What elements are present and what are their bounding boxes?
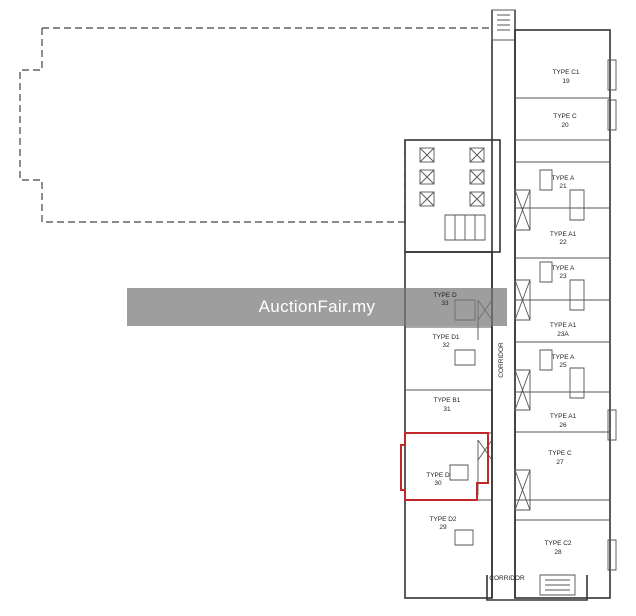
unit-26-type: TYPE A1 [550, 413, 577, 420]
unit-20-type: TYPE C [553, 113, 577, 120]
dashed-outline [19, 27, 490, 223]
unit-23-number: 23 [559, 273, 567, 280]
unit-29-type: TYPE D2 [429, 516, 456, 523]
unit-32-type: TYPE D1 [432, 334, 459, 341]
corridor-label-bottom: CORRIDOR [489, 575, 525, 582]
unit-27-type: TYPE C [548, 450, 572, 457]
unit-31-type: TYPE B1 [434, 397, 461, 404]
unit-21-number: 21 [559, 183, 567, 190]
unit-30-number: 30 [434, 480, 442, 487]
elevator-core [404, 139, 501, 253]
unit-28-number: 28 [554, 549, 562, 556]
stair-bottom [539, 574, 576, 596]
watermark: AuctionFair.my [127, 288, 507, 326]
unit-19-number: 19 [562, 78, 570, 85]
unit-22-type: TYPE A1 [550, 231, 577, 238]
unit-25-type: TYPE A [552, 354, 575, 361]
unit-30-type: TYPE D [426, 472, 450, 479]
unit-23-type: TYPE A [552, 265, 575, 272]
right-wing [514, 29, 617, 599]
unit-25-number: 25 [559, 362, 567, 369]
unit-21-type: TYPE A [552, 175, 575, 182]
bottom-corridor [486, 575, 588, 601]
unit-22-number: 22 [559, 239, 567, 246]
unit-32-number: 32 [442, 342, 450, 349]
unit-29-number: 29 [439, 524, 447, 531]
unit-23a-number: 23A [557, 331, 569, 338]
corridor-label-vertical: CORRIDOR [498, 342, 505, 378]
unit-23a-type: TYPE A1 [550, 322, 577, 329]
unit-26-number: 26 [559, 422, 567, 429]
unit-19-type: TYPE C1 [552, 69, 579, 76]
unit-27-number: 27 [556, 459, 564, 466]
unit-28-type: TYPE C2 [544, 540, 571, 547]
stair-top [491, 9, 516, 41]
unit-20-number: 20 [561, 122, 569, 129]
unit-31-number: 31 [443, 406, 451, 413]
highlighted-unit-30[interactable] [400, 432, 489, 501]
